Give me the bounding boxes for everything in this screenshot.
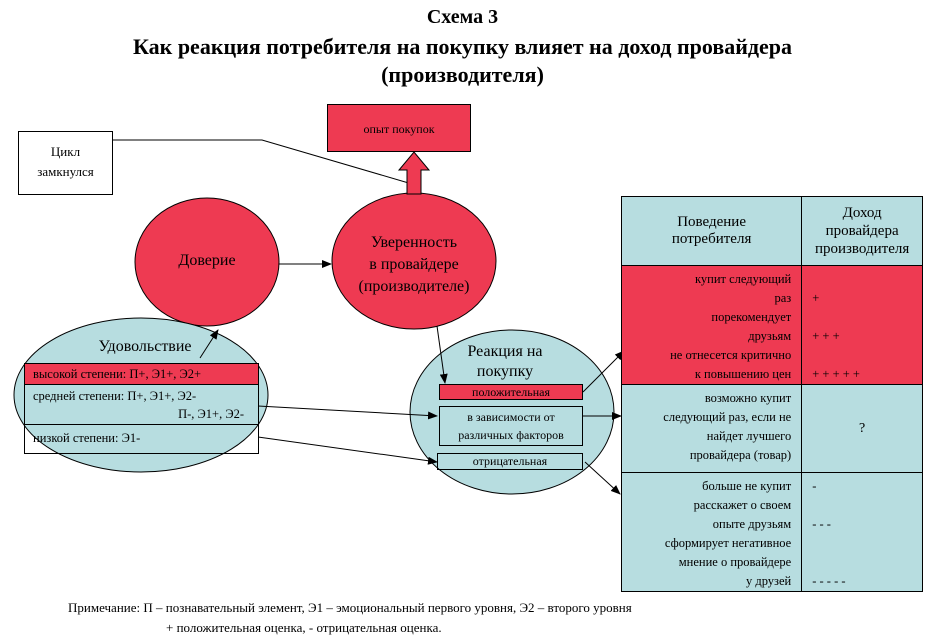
negative-income: - - - - - - - - -: [801, 472, 923, 592]
header-behavior: Поведение потребителя: [620, 196, 803, 266]
positive-line: друзьям: [748, 329, 792, 343]
header-income-line1: Доход: [842, 205, 882, 221]
negative-line: у друзей: [745, 574, 792, 588]
cycle-closed-line1: Цикл: [50, 144, 81, 159]
header-income-line3: производителя: [814, 241, 910, 257]
arrow-medium-to-depends: [257, 405, 438, 420]
satisfaction-medium: средней степени: П+, Э1+, Э2- П-, Э1+, Э…: [24, 385, 259, 425]
header-behavior-line2: потребителя: [671, 231, 752, 247]
header-income-line2: провайдера: [825, 223, 899, 239]
trust-ellipse: [134, 197, 280, 327]
positive-behavior: купит следующий раз порекомендует друзья…: [620, 265, 803, 385]
diagram-title-line2: (производителя): [381, 62, 544, 87]
conditional-income: ?: [801, 384, 923, 473]
header-income: Доход провайдера производителя: [801, 196, 923, 266]
experience-block-arrow: [397, 151, 431, 195]
cycle-connector: [113, 139, 413, 185]
trust-label: Доверие: [178, 252, 236, 269]
satisfaction-title: Удовольствие: [98, 338, 192, 355]
satisfaction-medium-line2: П-, Э1+, Э2-: [178, 407, 244, 421]
positive-line: раз: [774, 291, 792, 305]
reaction-depends-line1: в зависимости от: [467, 410, 555, 424]
positive-value: + + +: [812, 329, 840, 343]
footnote: Примечание: П – познавательный элемент, …: [68, 598, 632, 638]
positive-line: к повышению цен: [694, 367, 792, 381]
diagram-title-line1: Как реакция потребителя на покупку влияе…: [132, 34, 793, 59]
confidence-line2: в провайдере: [369, 256, 459, 273]
negative-line: расскажет о своем: [693, 498, 792, 512]
conditional-line: возможно купит: [704, 391, 792, 405]
arrow-confidence-to-reaction: [436, 325, 448, 384]
arrow-positive-to-table: [582, 350, 625, 393]
reaction-positive: положительная: [439, 384, 583, 400]
positive-line: купит следующий: [694, 272, 792, 286]
positive-income: + + + + + + + + +: [801, 265, 923, 385]
confidence-label: Уверенность в провайдере (производителе): [336, 232, 492, 298]
reaction-line2: покупку: [476, 363, 534, 380]
confidence-line3: (производителе): [358, 278, 470, 295]
negative-value: -: [812, 479, 817, 493]
satisfaction-ellipse: [13, 317, 269, 473]
arrow-satisfaction-to-trust: [199, 329, 219, 359]
positive-line: порекомендует: [711, 310, 792, 324]
reaction-line1: Реакция на: [467, 343, 543, 360]
positive-line: не отнесется критично: [670, 348, 792, 362]
conditional-line: следующий раз, если не: [663, 410, 792, 424]
positive-value: + + + + +: [812, 367, 860, 381]
arrow-low-to-negative: [257, 436, 438, 465]
conditional-behavior: возможно купит следующий раз, если не на…: [620, 384, 803, 473]
footnote-line1: Примечание: П – познавательный элемент, …: [68, 600, 632, 615]
reaction-depends: в зависимости от различных факторов: [439, 406, 583, 446]
purchase-experience-box: опыт покупок: [327, 104, 471, 152]
negative-line: мнение о провайдере: [678, 555, 792, 569]
header-behavior-line1: Поведение: [677, 214, 746, 230]
satisfaction-high: высокой степени: П+, Э1+, Э2+: [24, 363, 259, 385]
negative-value: - - -: [812, 517, 831, 531]
diagram-title: Как реакция потребителя на покупку влияе…: [0, 33, 925, 89]
satisfaction-medium-line1: средней степени: П+, Э1+, Э2-: [33, 389, 197, 403]
confidence-line1: Уверенность: [370, 234, 458, 251]
arrow-negative-to-table: [584, 461, 621, 495]
cycle-closed-box: Цикл замкнулся: [18, 131, 113, 195]
reaction-title: Реакция на покупку: [440, 342, 570, 382]
negative-line: опыте друзьям: [712, 517, 792, 531]
negative-line: больше не купит: [702, 479, 792, 493]
diagram-number: Схема 3: [426, 6, 499, 28]
conditional-line: провайдера (товар): [689, 448, 792, 462]
cycle-closed-line2: замкнулся: [37, 164, 94, 179]
footnote-line2: + положительная оценка, - отрицательная …: [166, 620, 442, 635]
negative-line: сформирует негативное: [664, 536, 792, 550]
satisfaction-low: низкой степени: Э1-: [24, 425, 259, 454]
negative-behavior: больше не купит расскажет о своем опыте …: [620, 472, 803, 592]
negative-value: - - - - -: [812, 574, 846, 588]
positive-value: +: [812, 291, 820, 305]
behavior-income-table: Поведение потребителя Доход провайдера п…: [620, 196, 923, 592]
reaction-negative: отрицательная: [437, 453, 583, 470]
conditional-line: найдет лучшего: [706, 429, 792, 443]
reaction-depends-line2: различных факторов: [458, 428, 564, 442]
